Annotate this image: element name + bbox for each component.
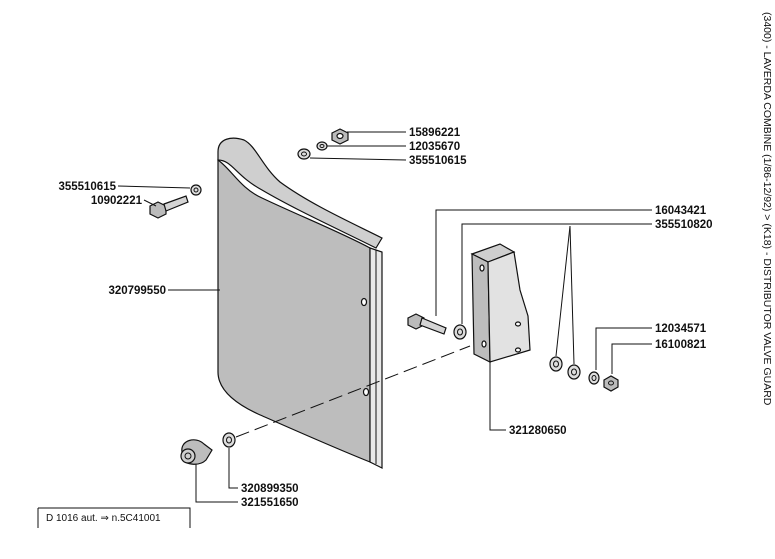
- part-number-12034571: 12034571: [655, 323, 707, 335]
- middle-bolt-group: [407, 313, 467, 340]
- left-bolt-group: [149, 184, 202, 219]
- part-number-labels: 15896221 12035670 355510615 355510615 10…: [58, 127, 712, 509]
- part-number-16043421: 16043421: [655, 205, 707, 217]
- part-number-15896221: 15896221: [409, 127, 461, 139]
- part-number-355510615-top: 355510615: [409, 155, 467, 167]
- part-number-355510820: 355510820: [655, 219, 713, 231]
- part-number-321551650: 321551650: [241, 497, 299, 509]
- part-number-12035670: 12035670: [409, 141, 460, 153]
- mounting-bracket: [470, 243, 531, 363]
- side-title: (3400) - LAVERDA COMBINE (1/86-12/92) > …: [761, 12, 773, 406]
- reference-box: D 1016 aut. ⇒ n.5C41001: [37, 507, 191, 528]
- part-number-10902221: 10902221: [91, 195, 143, 207]
- part-number-320899350: 320899350: [241, 483, 299, 495]
- bottom-knob-group: [180, 432, 236, 465]
- right-fastener-group: [549, 356, 619, 392]
- reference-note: D 1016 aut. ⇒ n.5C41001: [46, 513, 161, 524]
- assembly-axis-line: [235, 345, 471, 438]
- part-number-321280650: 321280650: [509, 425, 567, 437]
- part-number-355510615-left: 355510615: [58, 181, 116, 193]
- guard-panel: [217, 137, 383, 469]
- leader-lines: [117, 131, 652, 503]
- part-number-320799550: 320799550: [108, 285, 166, 297]
- part-number-16100821: 16100821: [655, 339, 707, 351]
- top-fastener-group: [297, 128, 349, 160]
